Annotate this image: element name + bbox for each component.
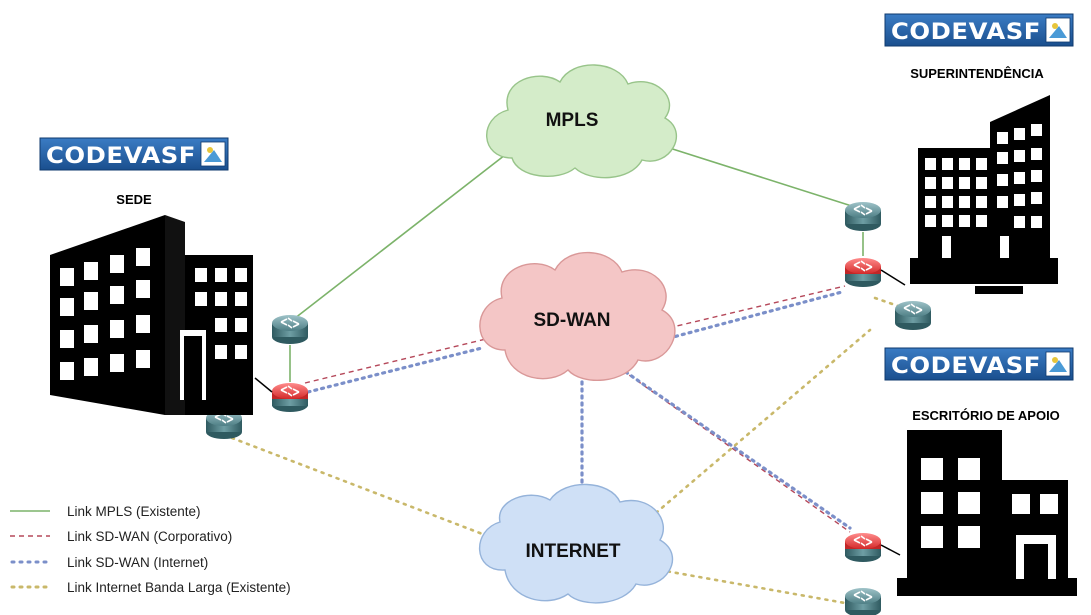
escritorio-codevasf-logo: CODEVASF [884, 347, 1074, 381]
escritorio-label: ESCRITÓRIO DE APOIO [912, 408, 1060, 423]
escritorio-internet-router-icon [844, 587, 882, 615]
super-building-connector [880, 269, 906, 286]
sede-mpls-router-icon [271, 314, 309, 345]
sdwan-internet-link-escritorio [618, 366, 852, 530]
sede-building-icon [50, 215, 253, 415]
sede-codevasf-logo: CODEVASF [39, 137, 229, 171]
sdwan-corp-link-sede [304, 337, 491, 384]
sede-logo-text: CODEVASF [46, 144, 196, 169]
legend-label-sdwan-internet: Link SD-WAN (Internet) [67, 555, 208, 570]
sede-label: SEDE [116, 192, 152, 207]
legend-item-sdwan-internet: Link SD-WAN (Internet) [10, 555, 208, 570]
mpls-link-sede [289, 154, 506, 323]
mpls-cloud-label: MPLS [546, 110, 599, 131]
escritorio-sdwan-router-icon [844, 532, 882, 563]
legend-label-sdwan-corp: Link SD-WAN (Corporativo) [67, 529, 232, 544]
superintendencia-internet-router-icon [894, 300, 932, 331]
legend-label-mpls: Link MPLS (Existente) [67, 504, 201, 519]
superintendencia-sdwan-router-icon [844, 257, 882, 288]
internet-cloud: INTERNET [478, 483, 673, 604]
escritorio-logo-text: CODEVASF [891, 354, 1041, 379]
legend-item-sdwan-corp: Link SD-WAN (Corporativo) [10, 529, 232, 544]
superintendencia-label: SUPERINTENDÊNCIA [910, 66, 1044, 81]
sdwan-internet-link-sede [306, 346, 484, 394]
superintendencia-mpls-router-icon [844, 201, 882, 232]
mpls-link-superintendencia [659, 144, 859, 209]
sdwan-cloud: SD-WAN [479, 251, 676, 382]
escritorio-building-icon [897, 430, 1077, 596]
legend: Link MPLS (Existente) Link SD-WAN (Corpo… [10, 504, 291, 595]
sdwan-internet-link-superintendencia [660, 290, 844, 342]
sdwan-cloud-label: SD-WAN [533, 310, 610, 331]
internet-link-superintendencia [648, 328, 872, 520]
sede-sdwan-router-icon [271, 382, 309, 413]
superintendencia-codevasf-logo: CODEVASF [884, 13, 1074, 47]
mpls-cloud: MPLS [486, 64, 678, 179]
internet-link-super-local [873, 296, 900, 308]
escritorio-building-connector [880, 544, 901, 556]
legend-label-internet: Link Internet Banda Larga (Existente) [67, 580, 291, 595]
superintendencia-building-icon [910, 95, 1058, 294]
legend-item-internet: Link Internet Banda Larga (Existente) [10, 580, 291, 595]
internet-cloud-label: INTERNET [526, 541, 621, 562]
legend-item-mpls: Link MPLS (Existente) [10, 504, 201, 519]
sede-building-connector [254, 377, 273, 393]
links [230, 144, 900, 605]
superintendencia-logo-text: CODEVASF [891, 20, 1041, 45]
internet-link-sede [230, 436, 487, 537]
internet-link-escritorio [658, 568, 847, 605]
sdwan-corp-link-superintendencia [659, 285, 846, 331]
